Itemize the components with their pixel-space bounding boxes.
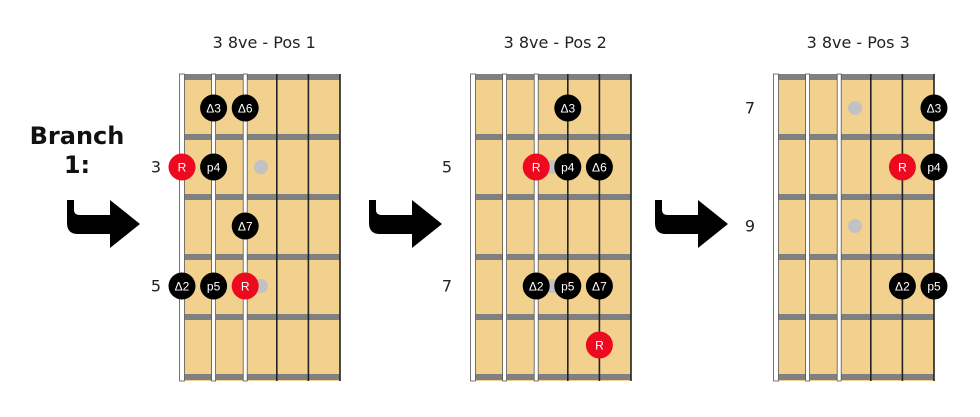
string bbox=[598, 74, 601, 381]
note-marker bbox=[554, 94, 582, 122]
note-marker bbox=[522, 272, 550, 300]
note-label: p4 bbox=[561, 161, 575, 175]
string bbox=[870, 74, 872, 381]
note-label: Δ2 bbox=[895, 280, 910, 294]
note-label: Δ3 bbox=[206, 102, 221, 116]
string bbox=[502, 73, 508, 382]
inlay-dot-icon bbox=[848, 101, 862, 115]
note-marker bbox=[888, 272, 916, 300]
fret-number: 5 bbox=[441, 157, 453, 177]
note-marker bbox=[920, 94, 948, 122]
fret-bar bbox=[473, 194, 631, 200]
curved-arrow-icon bbox=[655, 200, 728, 248]
fret-number: 9 bbox=[744, 216, 756, 236]
note-marker bbox=[200, 94, 228, 122]
note-marker bbox=[231, 212, 259, 240]
fret-number: 7 bbox=[441, 276, 453, 296]
note-label: p5 bbox=[561, 280, 575, 294]
note-label: p5 bbox=[207, 280, 221, 294]
note-marker bbox=[554, 153, 582, 181]
root-note-marker bbox=[888, 153, 916, 181]
root-note-marker bbox=[168, 153, 196, 181]
inlay-dot-icon bbox=[254, 160, 268, 174]
note-marker bbox=[200, 153, 228, 181]
fret-bar bbox=[473, 134, 631, 140]
fret-bar bbox=[182, 74, 340, 80]
fretboard-wood bbox=[182, 74, 340, 381]
string bbox=[630, 74, 632, 381]
fret-bar bbox=[473, 314, 631, 320]
curved-arrow-icon bbox=[369, 200, 442, 248]
diagram-title: 3 8ve - Pos 3 bbox=[806, 33, 910, 52]
branch-label-line1: Branch bbox=[29, 122, 125, 150]
note-marker bbox=[920, 272, 948, 300]
string bbox=[470, 73, 476, 382]
inlay-dot-icon bbox=[848, 219, 862, 233]
string bbox=[567, 74, 569, 381]
fret-bar bbox=[776, 194, 934, 200]
fret-number: 7 bbox=[744, 98, 756, 118]
string bbox=[211, 73, 217, 382]
note-label: R bbox=[595, 339, 604, 353]
note-marker bbox=[168, 272, 196, 300]
fret-bar bbox=[776, 374, 934, 380]
note-marker bbox=[585, 153, 613, 181]
string bbox=[836, 73, 842, 382]
diagram-title: 3 8ve - Pos 1 bbox=[212, 33, 316, 52]
fret-bar bbox=[182, 374, 340, 380]
string bbox=[179, 73, 185, 382]
branch-label-line2: 1: bbox=[63, 151, 91, 179]
string bbox=[339, 74, 341, 381]
fret-bar bbox=[776, 134, 934, 140]
fret-bar bbox=[776, 74, 934, 80]
note-label: p5 bbox=[927, 280, 941, 294]
note-label: R bbox=[898, 161, 907, 175]
string bbox=[276, 74, 278, 381]
fretboard-wood bbox=[473, 74, 631, 381]
string bbox=[533, 73, 539, 382]
note-label: Δ3 bbox=[560, 102, 575, 116]
fret-bar bbox=[182, 194, 340, 200]
note-label: R bbox=[241, 280, 250, 294]
fret-number: 3 bbox=[150, 157, 162, 177]
string bbox=[307, 74, 310, 381]
note-label: Δ3 bbox=[927, 102, 942, 116]
diagram-title: 3 8ve - Pos 2 bbox=[503, 33, 607, 52]
note-label: Δ6 bbox=[592, 161, 607, 175]
fret-bar bbox=[473, 254, 631, 260]
string bbox=[805, 73, 810, 382]
root-note-marker bbox=[231, 272, 259, 300]
note-label: Δ2 bbox=[529, 280, 544, 294]
branch-label: Branch 1: bbox=[22, 122, 132, 180]
note-label: R bbox=[178, 161, 187, 175]
fret-bar bbox=[473, 374, 631, 380]
root-note-marker bbox=[585, 331, 613, 359]
note-label: p4 bbox=[927, 161, 941, 175]
note-marker bbox=[231, 94, 259, 122]
fret-bar bbox=[776, 254, 934, 260]
note-label: Δ6 bbox=[238, 102, 253, 116]
note-marker bbox=[554, 272, 582, 300]
string bbox=[901, 74, 904, 381]
note-marker bbox=[585, 272, 613, 300]
note-marker bbox=[200, 272, 228, 300]
curved-arrow-icon bbox=[67, 200, 140, 248]
note-label: Δ7 bbox=[238, 220, 253, 234]
fret-bar bbox=[182, 134, 340, 140]
fret-number: 5 bbox=[150, 276, 162, 296]
root-note-marker bbox=[522, 153, 550, 181]
string bbox=[933, 74, 935, 381]
fret-bar bbox=[182, 254, 340, 260]
fret-bar bbox=[776, 314, 934, 320]
note-label: Δ7 bbox=[592, 280, 607, 294]
note-label: R bbox=[532, 161, 541, 175]
note-label: p4 bbox=[207, 161, 221, 175]
fret-bar bbox=[182, 314, 340, 320]
fret-bar bbox=[473, 74, 631, 80]
string bbox=[773, 73, 779, 382]
note-marker bbox=[920, 153, 948, 181]
note-label: Δ2 bbox=[175, 280, 190, 294]
